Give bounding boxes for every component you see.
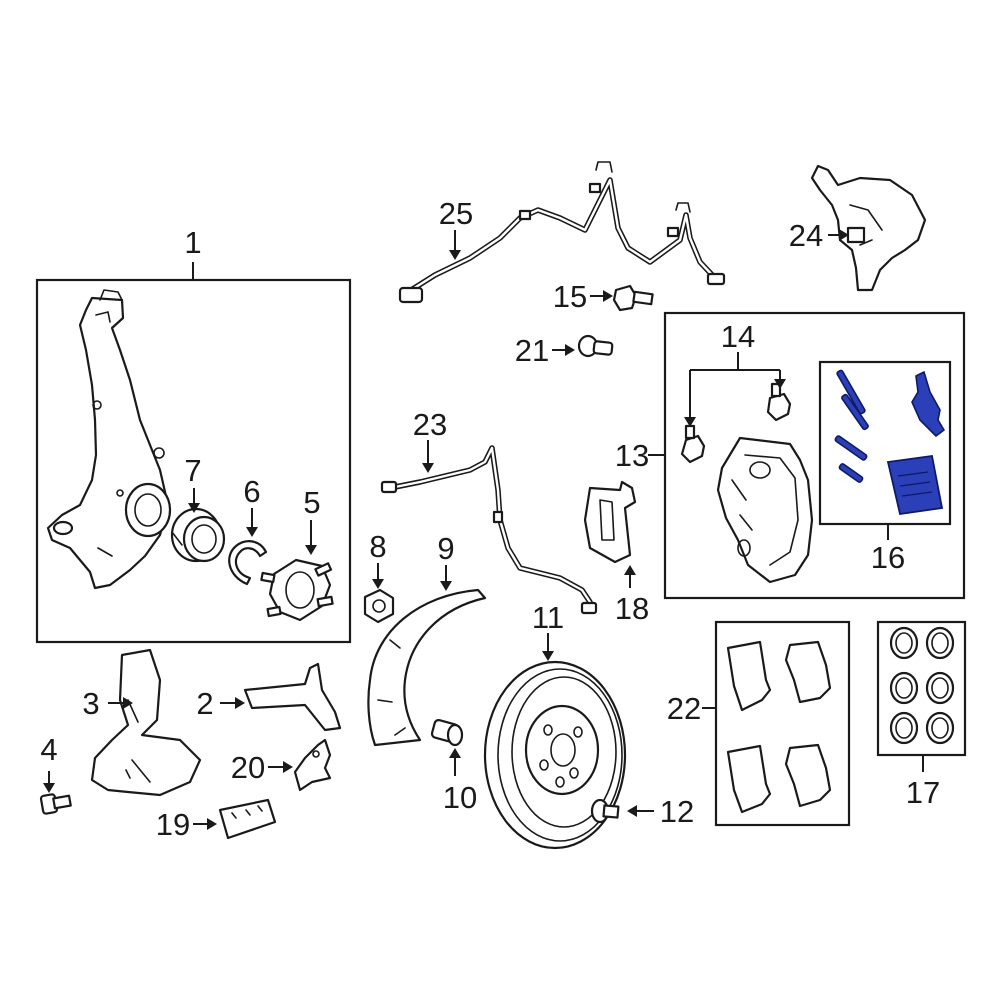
callout-25: 25: [439, 196, 473, 231]
callout-11: 11: [532, 600, 564, 635]
arrow-8: [372, 579, 384, 589]
callout-16: 16: [871, 540, 905, 575]
group-box-hardware-kit: [818, 360, 952, 540]
part-bolt-21[interactable]: [577, 334, 614, 358]
callout-22: 22: [667, 691, 701, 726]
part-wheel-bearing[interactable]: [170, 507, 226, 563]
part-wheel-hub[interactable]: [260, 558, 334, 622]
part-brake-rotor[interactable]: [483, 660, 627, 850]
arrow-7: [188, 503, 200, 513]
part-caliper-bracket-shield[interactable]: [810, 164, 927, 292]
callout-23: 23: [413, 407, 447, 442]
part-piston-seals[interactable]: [889, 626, 955, 745]
callout-24: 24: [789, 218, 823, 253]
part-snap-ring[interactable]: [228, 540, 268, 586]
arrow-4: [43, 783, 55, 793]
part-brake-pads[interactable]: [726, 640, 832, 814]
part-steering-knuckle[interactable]: [46, 289, 172, 590]
group-box-knuckle: [35, 262, 352, 644]
part-nut-8[interactable]: [363, 588, 395, 624]
callout-2: 2: [196, 686, 213, 721]
part-bolt-4[interactable]: [39, 793, 72, 815]
arrow-20: [283, 761, 293, 773]
group-box-pads: [702, 620, 851, 827]
callout-8: 8: [369, 529, 386, 564]
callout-20: 20: [231, 750, 265, 785]
part-bolt-10[interactable]: [430, 718, 464, 747]
callout-19: 19: [156, 807, 190, 842]
callout-21: 21: [515, 333, 549, 368]
callout-10: 10: [443, 780, 477, 815]
callout-12: 12: [660, 794, 694, 829]
callout-13: 13: [615, 438, 649, 473]
group-box-seals: [876, 620, 967, 772]
callout-9: 9: [437, 531, 454, 566]
part-brake-dust-shield[interactable]: [367, 588, 487, 747]
arrow-11: [542, 651, 554, 661]
callout-14: 14: [721, 319, 755, 354]
arrow-25: [449, 250, 461, 260]
leader-14: [684, 352, 786, 427]
part-sensor-bracket[interactable]: [293, 738, 332, 792]
part-pad-shim[interactable]: [583, 480, 637, 564]
arrow-12: [627, 805, 637, 817]
callout-4: 4: [40, 732, 57, 767]
arrow-3: [123, 697, 133, 709]
part-lower-splash-shield[interactable]: [90, 648, 202, 797]
callout-7: 7: [184, 453, 201, 488]
arrow-6: [246, 527, 258, 537]
arrow-9: [440, 581, 452, 591]
arrow-10: [449, 748, 461, 758]
arrow-19: [207, 818, 217, 830]
group-box-caliper: [648, 311, 966, 600]
arrow-23: [422, 463, 434, 473]
callout-6: 6: [243, 474, 260, 509]
part-caliper-fittings[interactable]: [680, 382, 792, 464]
arrow-24: [839, 229, 849, 241]
part-pad-wear-sensor-wire[interactable]: [380, 445, 598, 615]
part-hardware-kit[interactable]: [834, 369, 945, 516]
callout-17: 17: [906, 775, 940, 810]
part-bolt-15[interactable]: [612, 284, 654, 312]
callout-1: 1: [184, 225, 201, 260]
arrow-15: [603, 290, 613, 302]
callout-3: 3: [82, 686, 99, 721]
arrow-5: [305, 545, 317, 555]
part-shield-bracket[interactable]: [243, 662, 342, 732]
part-abs-sensor-harness[interactable]: [398, 161, 726, 304]
part-rotor-screw[interactable]: [590, 798, 620, 824]
callout-18: 18: [615, 591, 649, 626]
arrow-21: [565, 344, 575, 356]
arrow-2: [235, 697, 245, 709]
callout-5: 5: [303, 485, 320, 520]
part-brake-caliper[interactable]: [716, 436, 814, 584]
callout-15: 15: [553, 279, 587, 314]
part-heat-shield-plate[interactable]: [218, 798, 277, 840]
arrow-18: [624, 565, 636, 575]
